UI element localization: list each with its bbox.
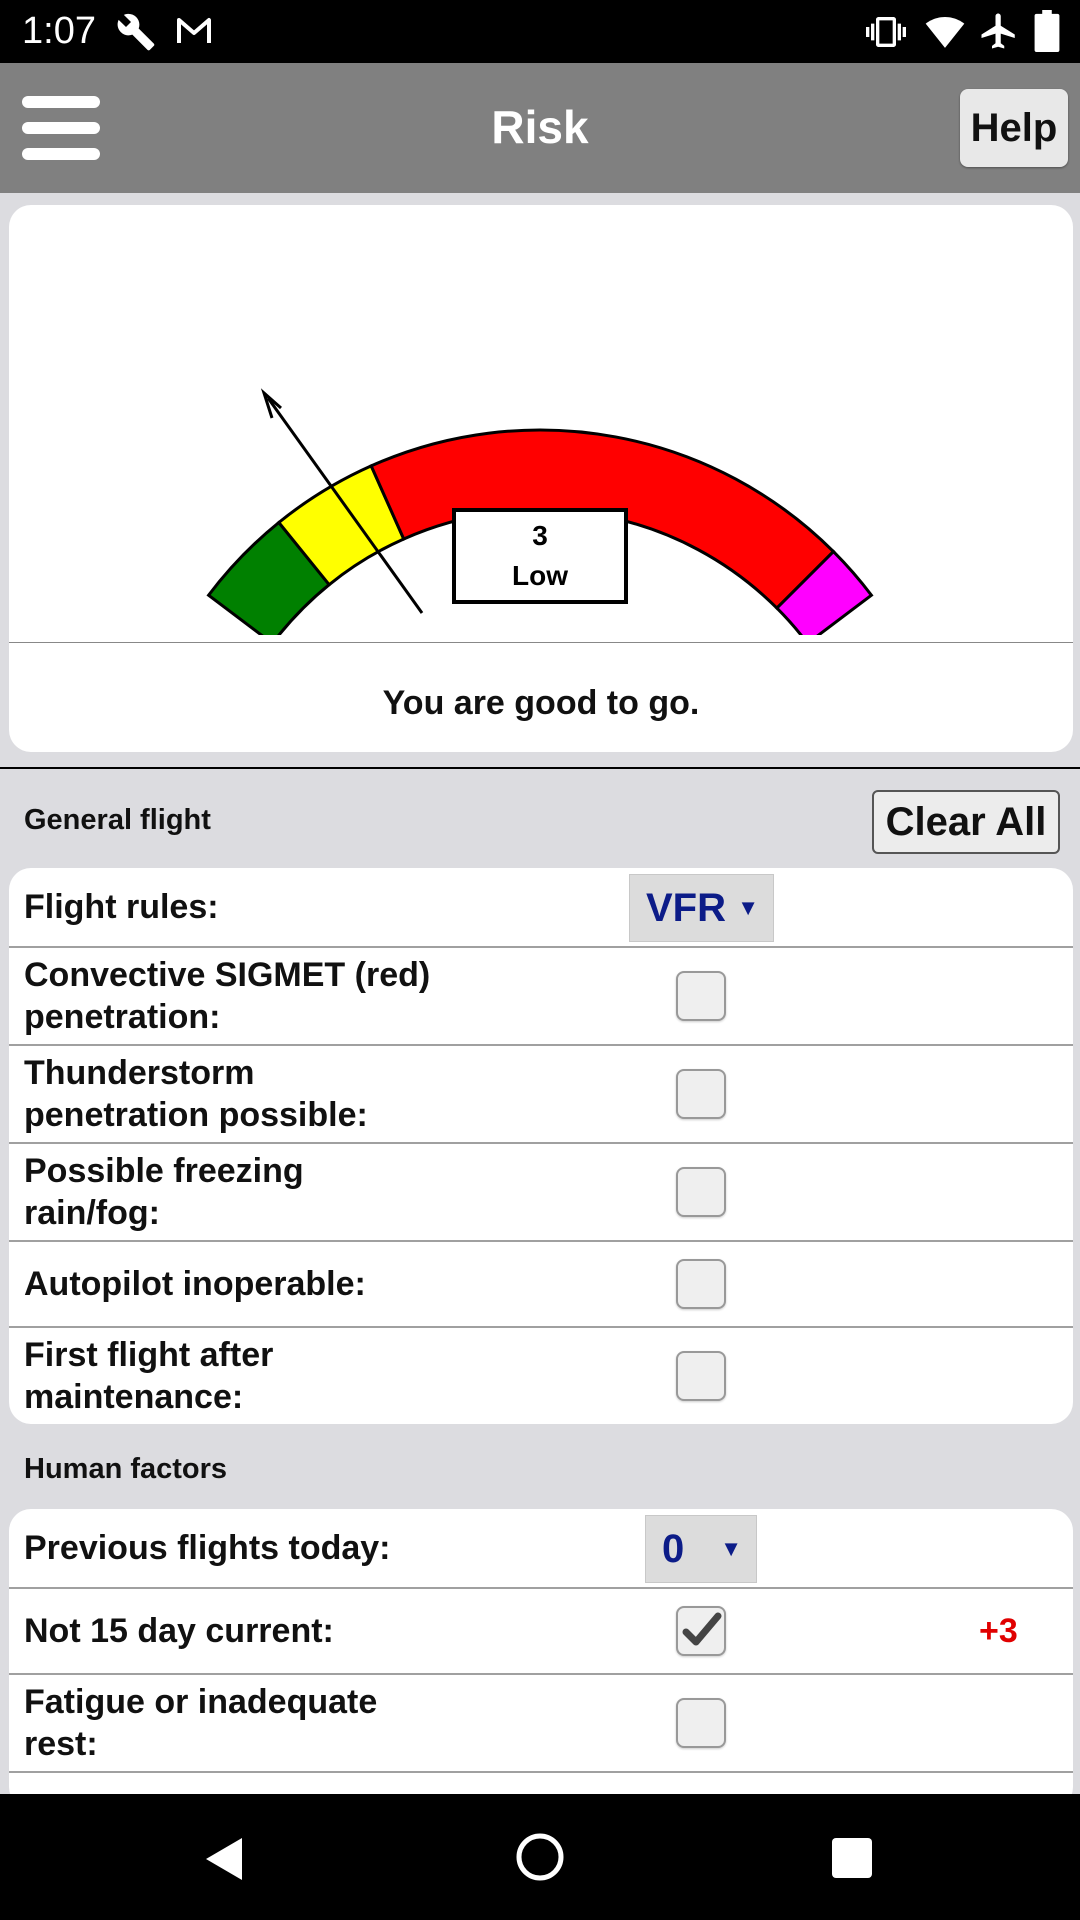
help-button[interactable]: Help [960, 89, 1068, 167]
wrench-icon [117, 13, 155, 51]
fatigue-checkbox[interactable] [676, 1698, 726, 1748]
previous-flights-select[interactable]: 0 ▼ [645, 1515, 757, 1583]
checkmark-icon [682, 1612, 722, 1646]
previous-flights-label: Previous flights today: [24, 1529, 391, 1567]
chevron-down-icon: ▼ [720, 1536, 742, 1561]
risk-gauge-card: 3 Low You are good to go. [9, 205, 1073, 752]
score-box [452, 508, 628, 604]
score-value: 3 [532, 520, 548, 551]
app-bar: Risk Help [0, 63, 1080, 193]
checklist-row: Possible freezing rain/fog: [9, 1144, 1073, 1242]
thunderstorm-checkbox[interactable] [676, 1069, 726, 1119]
gauge-needle [266, 397, 424, 614]
general-flight-card: Flight rules: VFR ▼ Convective SIGMET (r… [9, 868, 1073, 1424]
clear-all-button[interactable]: Clear All [872, 790, 1060, 854]
checklist-row: Not 15 day current: +3 [9, 1589, 1073, 1675]
hamburger-menu-icon[interactable] [22, 96, 100, 160]
first-flight-maintenance-label: First flight after maintenance: [24, 1336, 274, 1416]
checklist-row: Fatigue or inadequate rest: [9, 1675, 1073, 1773]
home-icon[interactable] [515, 1832, 565, 1882]
chevron-down-icon: ▼ [737, 895, 759, 920]
status-time: 1:07 [22, 10, 96, 52]
flight-rules-row: Flight rules: VFR ▼ [9, 868, 1073, 948]
thunderstorm-label: Thunderstorm penetration possible: [24, 1054, 368, 1134]
flight-rules-label: Flight rules: [24, 888, 219, 926]
gmail-icon [177, 18, 211, 43]
first-flight-maintenance-checkbox[interactable] [676, 1351, 726, 1401]
flight-rules-select[interactable]: VFR ▼ [629, 874, 774, 942]
recents-icon[interactable] [830, 1836, 874, 1880]
wifi-icon [925, 17, 965, 48]
convective-sigmet-label: Convective SIGMET (red) penetration: [24, 956, 431, 1036]
battery-icon [1034, 10, 1060, 52]
gauge-divider [9, 642, 1073, 643]
status-bar: 1:07 [0, 0, 1080, 63]
airplane-icon [981, 13, 1015, 49]
gauge-needle-head [260, 388, 282, 419]
checklist-row: Thunderstorm penetration possible: [9, 1046, 1073, 1144]
freezing-rain-label: Possible freezing rain/fog: [24, 1152, 304, 1232]
risk-message: You are good to go. [382, 684, 700, 722]
convective-sigmet-checkbox[interactable] [676, 971, 726, 1021]
human-factors-card: Previous flights today: 0 ▼ Not 15 day c… [9, 1509, 1073, 1809]
navigation-bar [0, 1794, 1080, 1920]
risk-level: Low [512, 560, 568, 591]
not-15-day-current-label: Not 15 day current: [24, 1612, 334, 1650]
human-factors-title: Human factors [24, 1453, 228, 1485]
gauge-segment-magenta [774, 549, 874, 635]
flight-rules-value: VFR [646, 885, 726, 930]
autopilot-label: Autopilot inoperable: [24, 1265, 366, 1303]
section-separator [0, 767, 1080, 769]
risk-points: +3 [979, 1612, 1018, 1650]
risk-gauge: 3 Low [206, 388, 874, 635]
checklist-row: First flight after maintenance: [9, 1328, 1073, 1424]
back-icon[interactable] [200, 1834, 250, 1884]
not-15-day-current-checkbox[interactable] [676, 1606, 726, 1656]
previous-flights-value: 0 [662, 1526, 685, 1571]
checklist-row: Convective SIGMET (red) penetration: [9, 948, 1073, 1046]
freezing-rain-checkbox[interactable] [676, 1167, 726, 1217]
page-title: Risk [491, 101, 589, 153]
general-flight-title: General flight [24, 804, 211, 836]
checklist-row: Autopilot inoperable: [9, 1242, 1073, 1328]
fatigue-label: Fatigue or inadequate rest: [24, 1683, 378, 1763]
vibrate-icon [866, 17, 906, 47]
autopilot-checkbox[interactable] [676, 1259, 726, 1309]
previous-flights-row: Previous flights today: 0 ▼ [9, 1509, 1073, 1589]
